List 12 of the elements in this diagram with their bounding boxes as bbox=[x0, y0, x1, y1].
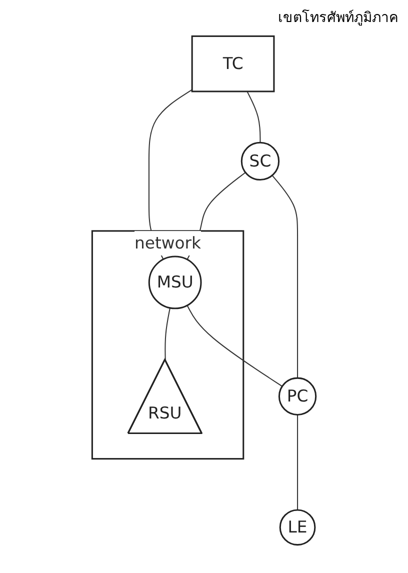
node-circle bbox=[278, 377, 317, 416]
connector bbox=[164, 308, 170, 360]
network-diagram: TC MSU RSU SC PC LE network bbox=[84, 28, 324, 553]
node-circle bbox=[148, 256, 202, 310]
node-circle bbox=[240, 142, 280, 181]
connector bbox=[246, 91, 261, 143]
node-box bbox=[191, 35, 275, 92]
node-circle bbox=[279, 509, 316, 546]
connector bbox=[296, 414, 298, 510]
connector bbox=[272, 175, 298, 378]
region-note: เขตโทรศัพท์ภูมิภาค bbox=[277, 8, 398, 28]
connector bbox=[186, 305, 282, 387]
